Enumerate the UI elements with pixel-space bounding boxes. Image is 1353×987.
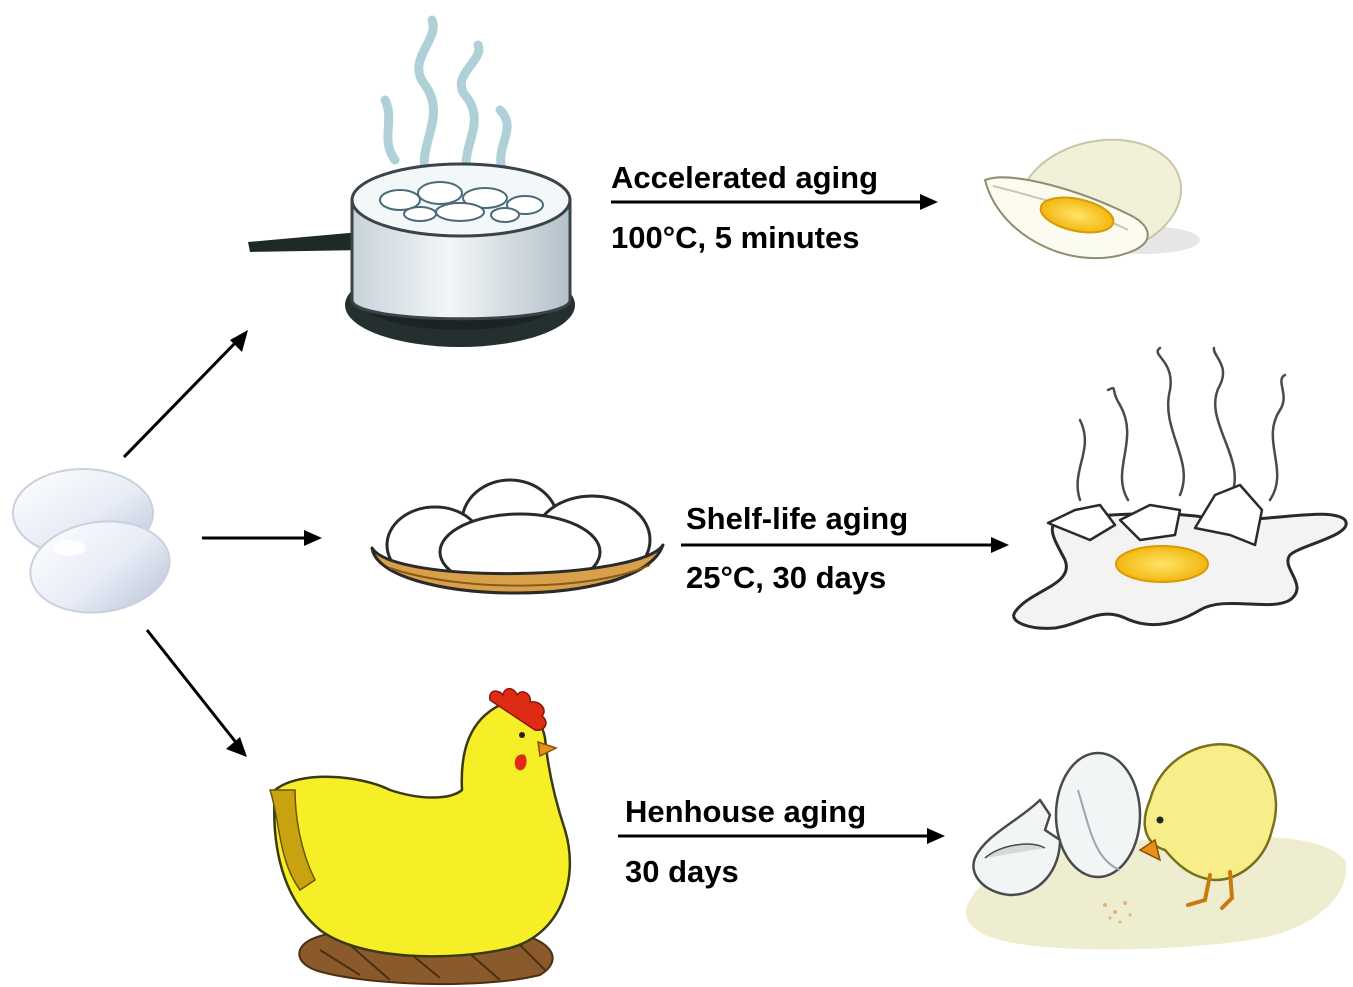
- hen-icon: [270, 689, 570, 984]
- pathway-3-condition: 30 days: [625, 856, 739, 887]
- hatched-chick-icon: [966, 744, 1346, 949]
- process-arrow-3: [618, 828, 945, 844]
- pathway-2-condition: 25°C, 30 days: [686, 562, 886, 593]
- branch-arrow-right: [202, 530, 322, 546]
- boiling-pot-icon: [248, 20, 575, 347]
- pathway-1-condition: 100°C, 5 minutes: [611, 222, 859, 253]
- rotten-broken-egg-icon: [1014, 348, 1347, 628]
- pathway-1-name: Accelerated aging: [611, 162, 878, 193]
- stink-lines-icon: [1078, 348, 1285, 500]
- branch-arrow-down: [147, 630, 247, 757]
- steam-icon: [385, 20, 507, 185]
- process-arrow-2: [681, 537, 1009, 553]
- boiled-egg-half-icon: [985, 125, 1200, 271]
- egg-basket-icon: [372, 480, 663, 593]
- process-arrow-1: [611, 194, 938, 210]
- pathway-3-name: Henhouse aging: [625, 796, 866, 827]
- branch-arrow-up: [124, 330, 248, 457]
- raw-eggs-icon: [13, 469, 176, 621]
- pathway-2-name: Shelf-life aging: [686, 503, 908, 534]
